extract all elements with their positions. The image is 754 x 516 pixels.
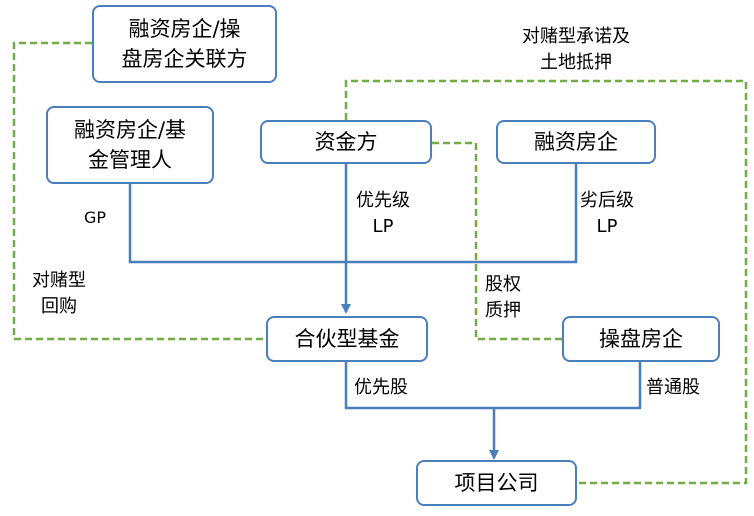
vam-pledge-line1: 对赌型承诺及 — [522, 26, 630, 47]
common-shares-label: 普通股 — [646, 377, 700, 398]
vam-pledge-line2: 土地抵押 — [540, 52, 612, 73]
funding-party-label: 资金方 — [314, 130, 378, 154]
equity-pledge-dashed-line — [432, 141, 562, 341]
senior-lp-line2: LP — [372, 216, 394, 237]
gp-entity-node: 融资房企/基 金管理人 — [46, 106, 214, 184]
project-company-node: 项目公司 — [416, 460, 577, 506]
junior-lp-line1: 劣后级 — [580, 190, 634, 211]
vam-pledge-label: 对赌型承诺及 土地抵押 — [522, 24, 630, 76]
vam-buyback-line1: 对赌型 — [32, 270, 86, 291]
financing-developer-label: 融资房企 — [534, 130, 618, 154]
senior-lp-line1: 优先级 — [356, 190, 410, 211]
partnership-fund-label: 合伙型基金 — [294, 327, 400, 351]
pledge-dashed-line — [344, 79, 748, 485]
dashed-connectors — [12, 41, 748, 485]
project-company-label: 项目公司 — [454, 471, 539, 495]
equity-pledge-label: 股权 质押 — [485, 272, 521, 324]
gp-entity-line2: 金管理人 — [88, 148, 172, 172]
preferred-shares-label: 优先股 — [354, 377, 408, 398]
operating-developer-label: 操盘房企 — [599, 327, 683, 351]
partnership-fund-node: 合伙型基金 — [266, 316, 428, 362]
solid-connectors — [128, 164, 642, 460]
equity-pledge-line2: 质押 — [485, 300, 521, 321]
gp-entity-line1: 融资房企/基 — [73, 118, 187, 142]
buyback-dashed-line — [12, 41, 266, 341]
gp-line — [128, 164, 578, 264]
related-party-line1: 融资房企/操 — [128, 17, 241, 41]
related-party-line2: 盘房企关联方 — [121, 47, 248, 71]
junior-lp-line2: LP — [596, 216, 618, 237]
senior-lp-label: 优先级 LP — [356, 188, 410, 240]
related-party-node: 融资房企/操 盘房企关联方 — [92, 5, 277, 83]
vam-buyback-label: 对赌型 回购 — [32, 268, 86, 320]
operating-developer-node: 操盘房企 — [562, 316, 720, 362]
junior-lp-label: 劣后级 LP — [580, 188, 634, 240]
equity-pledge-line1: 股权 — [485, 274, 521, 295]
funding-party-node: 资金方 — [260, 120, 432, 164]
vam-buyback-line2: 回购 — [41, 296, 77, 317]
financing-developer-node: 融资房企 — [496, 120, 656, 164]
gp-label: GP — [84, 208, 107, 227]
